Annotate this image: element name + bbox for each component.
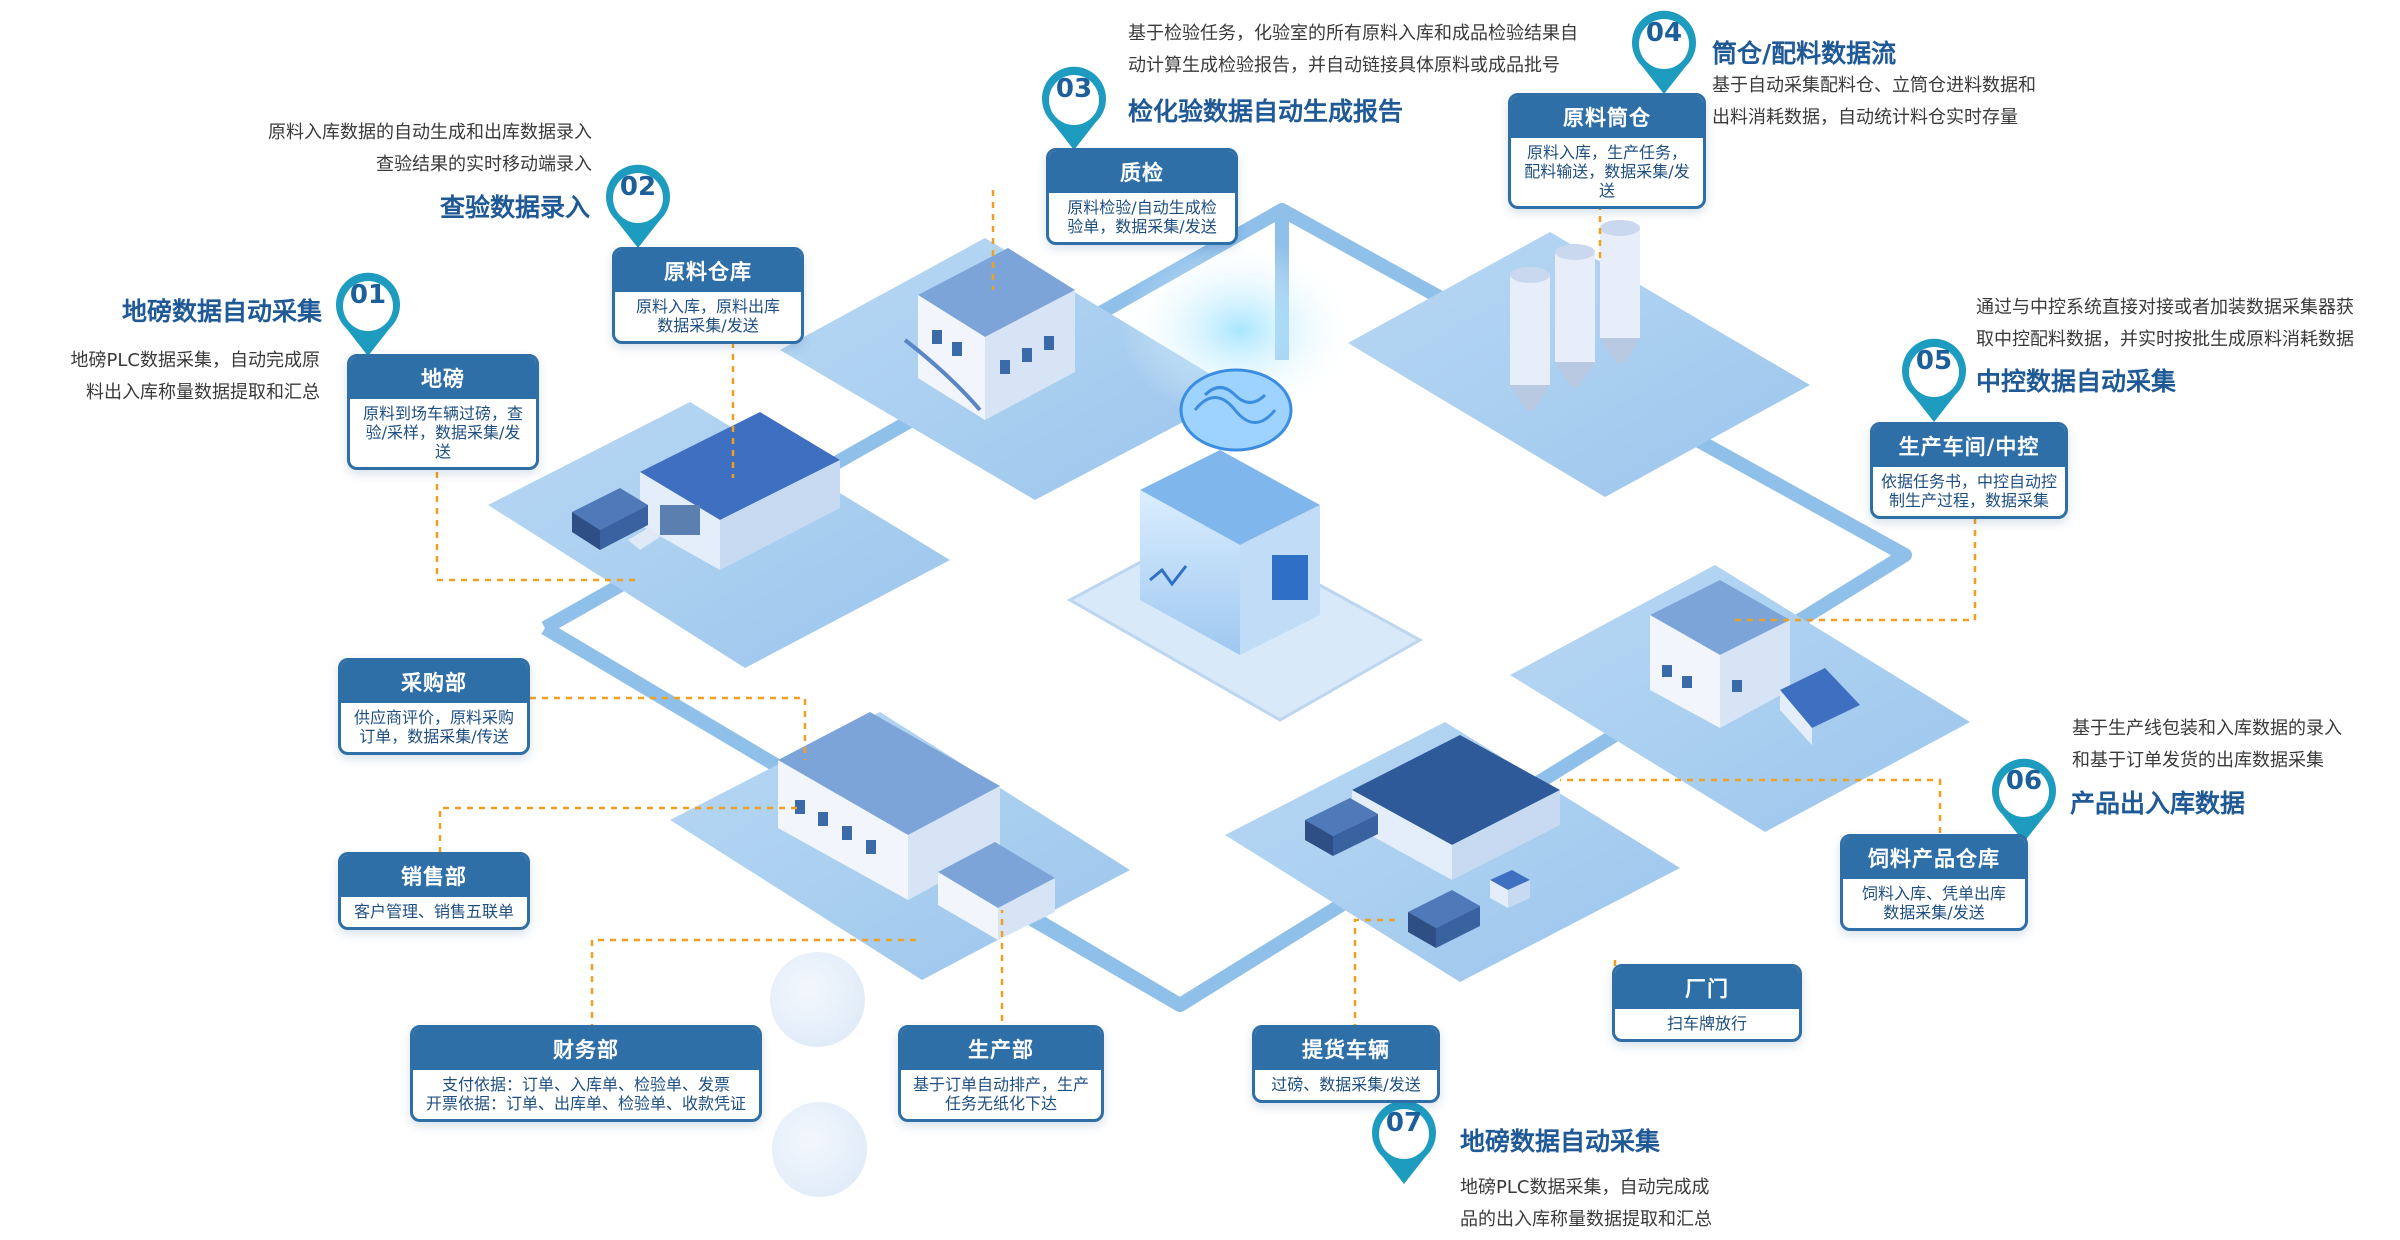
box-body: 扫车牌放行 [1666,1014,1747,1033]
pin-number: 05 [1915,346,1953,376]
box-pickup-vehicle: 提货车辆 过磅、数据采集/发送 [1252,1025,1440,1103]
section-heading: 中控数据自动采集 [1976,367,2177,396]
box-raw-silo: 原料筒仓 原料入库，生产任务， 配料输送，数据采集/发送 [1508,93,1706,209]
section-description: 地磅PLC数据采集，自动完成原 料出入库称量数据提取和汇总 [70,350,320,403]
silo-group [1510,220,1640,410]
location-pin-icon [1372,1100,1436,1184]
pin-number: 01 [349,280,387,310]
box-title: 地磅 [350,357,536,399]
truck-product-2 [1408,890,1480,948]
box-title: 生产车间/中控 [1873,425,2065,467]
box-title: 原料筒仓 [1511,96,1703,138]
box-finance-dept: 财务部 支付依据：订单、入库单、检验单、发票 开票依据：订单、出库单、检验单、收… [410,1025,762,1122]
section-heading: 检化验数据自动生成报告 [1128,97,1404,126]
office-building [778,712,1055,940]
box-body: 支付依据：订单、入库单、检验单、发票 开票依据：订单、出库单、检验单、收款凭证 [425,1075,746,1113]
box-title: 厂门 [1615,967,1799,1009]
pin-number: 04 [1645,18,1683,48]
truck-weighbridge [572,488,660,550]
pin-05: 05 [1900,338,1968,422]
box-title: 饲料产品仓库 [1843,837,2025,879]
box-body: 依据任务书，中控自动控 制生产过程，数据采集 [1881,472,2058,510]
pin-07: 07 [1370,1100,1438,1184]
section-heading: 查验数据录入 [439,193,590,222]
workshop-building [1650,580,1860,745]
section-heading: 地磅数据自动采集 [1460,1127,1661,1156]
pin-06: 06 [1990,758,2058,842]
product-warehouse-building [1352,735,1560,880]
box-title: 采购部 [341,661,527,703]
section-description: 基于自动采集配料仓、立筒仓进料数据和 出料消耗数据，自动统计料仓实时存量 [1712,75,2036,128]
location-pin-icon [606,164,670,248]
section-heading: 筒仓/配料数据流 [1712,39,1897,68]
pin-number: 03 [1055,74,1093,104]
truck-product-1 [1305,798,1378,856]
location-pin-icon [1042,66,1106,150]
gate-house [1490,870,1530,908]
qc-building [903,248,1075,420]
box-title: 提货车辆 [1255,1028,1437,1070]
decorative-circle-2 [772,1102,867,1197]
box-workshop-control: 生产车间/中控 依据任务书，中控自动控 制生产过程，数据采集 [1870,422,2068,519]
leader-lines [435,180,1977,1033]
box-title: 销售部 [341,855,527,897]
box-body: 过磅、数据采集/发送 [1271,1075,1421,1094]
warehouse-building [640,412,840,570]
box-sales-dept: 销售部 客户管理、销售五联单 [338,852,530,930]
section-heading: 地磅数据自动采集 [121,297,322,326]
pin-01: 01 [334,272,402,356]
box-body: 供应商评价，原料采购 订单，数据采集/传送 [353,708,514,746]
pin-03: 03 [1040,66,1108,150]
box-production-dept: 生产部 基于订单自动排产，生产 任务无纸化下达 [898,1025,1104,1122]
location-pin-icon [1992,758,2056,842]
section-description: 通过与中控系统直接对接或者加装数据采集器获 取中控配料数据，并实时按批生成原料消… [1976,297,2354,350]
decorative-circle-1 [770,952,865,1047]
location-pin-icon [336,272,400,356]
section-description: 基于检验任务，化验室的所有原料入库和成品检验结果自 动计算生成检验报告，并自动链… [1128,23,1578,76]
box-body: 原料入库，生产任务， 配料输送，数据采集/发送 [1524,143,1690,200]
box-body: 客户管理、销售五联单 [353,902,514,921]
section-heading: 产品出入库数据 [2070,789,2246,818]
box-body: 饲料入库、凭单出库 数据采集/发送 [1861,884,2006,922]
box-weighbridge: 地磅 原料到场车辆过磅，查 验/采样，数据采集/发送 [347,354,539,470]
box-body: 原料入库，原料出库 数据采集/发送 [635,297,780,335]
box-factory-gate: 厂门 扫车牌放行 [1612,964,1802,1042]
location-pin-icon [1902,338,1966,422]
box-body: 基于订单自动排产，生产 任务无纸化下达 [912,1075,1089,1113]
box-raw-warehouse: 原料仓库 原料入库，原料出库 数据采集/发送 [612,247,804,344]
box-purchasing-dept: 采购部 供应商评价，原料采购 订单，数据采集/传送 [338,658,530,755]
pin-number: 02 [619,172,657,202]
pin-number: 06 [2005,766,2043,796]
box-title: 质检 [1049,151,1235,193]
box-title: 生产部 [901,1028,1101,1070]
section-description: 基于生产线包装和入库数据的录入 和基于订单发货的出库数据采集 [2072,718,2342,771]
box-title: 原料仓库 [615,250,801,292]
box-qc: 质检 原料检验/自动生成检 验单，数据采集/发送 [1046,148,1238,245]
location-pin-icon [1632,10,1696,94]
box-feed-warehouse: 饲料产品仓库 饲料入库、凭单出库 数据采集/发送 [1840,834,2028,931]
box-body: 原料检验/自动生成检 验单，数据采集/发送 [1067,198,1217,236]
central-data-hub [1066,240,1424,722]
pin-number: 07 [1385,1108,1423,1138]
pin-02: 02 [604,164,672,248]
box-title: 财务部 [413,1028,759,1070]
section-description: 原料入库数据的自动生成和出库数据录入 查验结果的实时移动端录入 [268,122,592,175]
pin-04: 04 [1630,10,1698,94]
box-body: 原料到场车辆过磅，查 验/采样，数据采集/发送 [362,404,523,461]
section-description: 地磅PLC数据采集，自动完成成 品的出入库称量数据提取和汇总 [1460,1177,1712,1230]
